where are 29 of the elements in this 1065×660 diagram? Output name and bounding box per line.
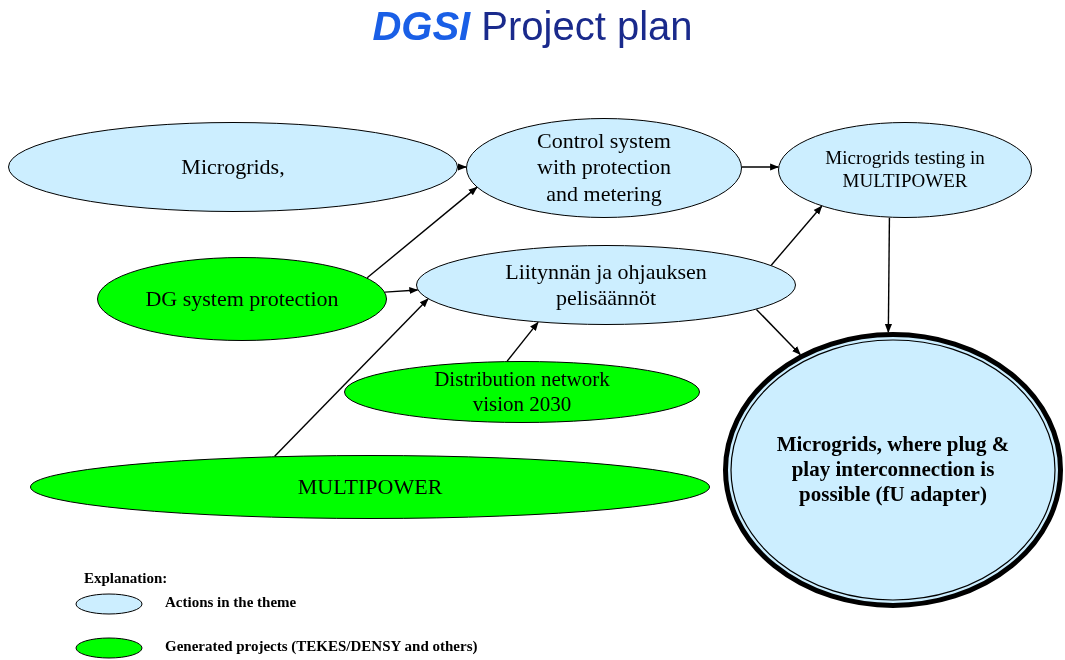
project-ellipse xyxy=(344,361,700,423)
title: DGSI Project plan xyxy=(371,4,694,49)
arrow xyxy=(457,163,467,171)
arrow xyxy=(755,308,801,356)
arrow xyxy=(384,286,419,295)
node-text: MULTIPOWER xyxy=(297,473,443,501)
arrow xyxy=(741,163,780,171)
node-text: Control system with protection and metering xyxy=(536,128,672,208)
legend-heading: Explanation: xyxy=(84,570,168,587)
action-ellipse xyxy=(416,245,796,325)
project-ellipse xyxy=(30,455,710,519)
arrow xyxy=(884,216,892,333)
action-ellipse xyxy=(8,122,458,212)
goal-circle xyxy=(723,332,1063,608)
legend-text: Generated projects (TEKES/DENSY and others) xyxy=(165,638,478,655)
arrow xyxy=(273,298,429,457)
node-text: Microgrids, where plug & play interconnection is possible (fU adapter) xyxy=(775,432,1011,508)
legend-text: Actions in the theme xyxy=(165,594,297,611)
action-ellipse xyxy=(466,118,742,218)
arrow xyxy=(506,321,539,362)
arrow xyxy=(770,205,823,266)
node-text: Microgrids, xyxy=(181,153,285,181)
node-text: Liitynnän ja ohjauksen pelisäännöt xyxy=(504,258,708,312)
node-text: DG system protection xyxy=(145,285,339,313)
node-text: Microgrids testing in MULTIPOWER xyxy=(824,147,986,193)
node-text: Distribution network vision 2030 xyxy=(433,366,611,418)
arrow xyxy=(366,186,478,279)
project-ellipse xyxy=(97,257,387,341)
action-ellipse xyxy=(778,122,1032,218)
